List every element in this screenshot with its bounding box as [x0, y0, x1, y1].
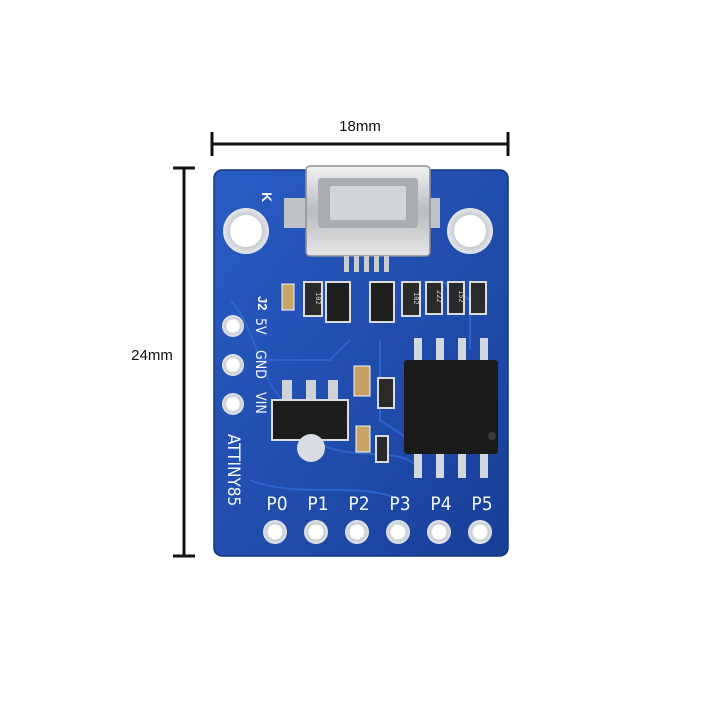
power-pin-label-gnd: GND [252, 350, 268, 379]
usb-pins [344, 256, 389, 272]
width-dimension: 18mm [210, 118, 510, 156]
micro-usb-connector [284, 165, 440, 272]
io-label-p5: P5 [471, 493, 492, 515]
resistor-r2-code: 102 [412, 292, 420, 305]
pad-5v [222, 315, 244, 337]
resistor-r4-code: 152 [457, 290, 465, 303]
mounting-hole-right-center [454, 215, 486, 247]
chip-body [404, 360, 498, 454]
resistor-r1 [303, 281, 323, 317]
pad-p3 [386, 520, 410, 544]
model-label: ATTINY85 [223, 434, 243, 506]
io-pads [263, 520, 492, 544]
resistor-r2 [401, 281, 421, 317]
resistor-r1-code: 102 [314, 292, 322, 305]
regulator-pin-1 [282, 380, 292, 402]
io-label-p3: P3 [389, 493, 410, 515]
mounting-hole-left-center [230, 215, 262, 247]
height-dimension: 24mm [131, 166, 195, 558]
pcb-board: K 102 102 222 [213, 165, 509, 557]
power-pin-label-vin: VIN [252, 392, 268, 414]
width-label: 18mm [339, 118, 381, 135]
regulator-body [271, 399, 349, 441]
attiny85-chip [404, 338, 498, 478]
regulator-tab [297, 434, 325, 462]
diode-d2 [369, 281, 395, 323]
usb-tongue [330, 186, 406, 220]
chip-pins-top [414, 338, 488, 364]
io-label-p4: P4 [430, 493, 451, 515]
smd-components-top: 102 102 222 152 [281, 281, 487, 323]
resistor-r7 [375, 435, 389, 463]
pad-p2 [345, 520, 369, 544]
pad-p0 [263, 520, 287, 544]
diode-d1 [325, 281, 351, 323]
power-pads [222, 315, 244, 415]
power-pin-label-5v: 5V [252, 318, 268, 335]
regulator-pin-2 [306, 380, 316, 402]
resistor-r4 [447, 281, 465, 315]
usb-tab-left [284, 198, 306, 228]
pad-p1 [304, 520, 328, 544]
chip-pins-bottom [414, 452, 488, 478]
pad-gnd [222, 354, 244, 376]
resistor-r6 [377, 377, 395, 409]
resistor-r3 [425, 281, 443, 315]
regulator-pin-3 [328, 380, 338, 402]
io-pin-labels: P0 P1 P2 P3 P4 P5 [266, 493, 492, 515]
io-label-p1: P1 [307, 493, 328, 515]
io-label-p2: P2 [348, 493, 369, 515]
corner-mark: K [259, 192, 275, 202]
pad-p4 [427, 520, 451, 544]
led-power [281, 283, 295, 311]
chip-pin1-marker [488, 432, 496, 440]
pad-vin [222, 393, 244, 415]
pad-p5 [468, 520, 492, 544]
resistor-r3-code: 222 [435, 290, 443, 303]
header-label: J2 [255, 296, 270, 310]
io-label-p0: P0 [266, 493, 287, 515]
capacitor [353, 365, 371, 397]
voltage-regulator [271, 380, 349, 462]
led-status [355, 425, 371, 453]
resistor-r5 [469, 281, 487, 315]
height-label: 24mm [131, 347, 173, 364]
